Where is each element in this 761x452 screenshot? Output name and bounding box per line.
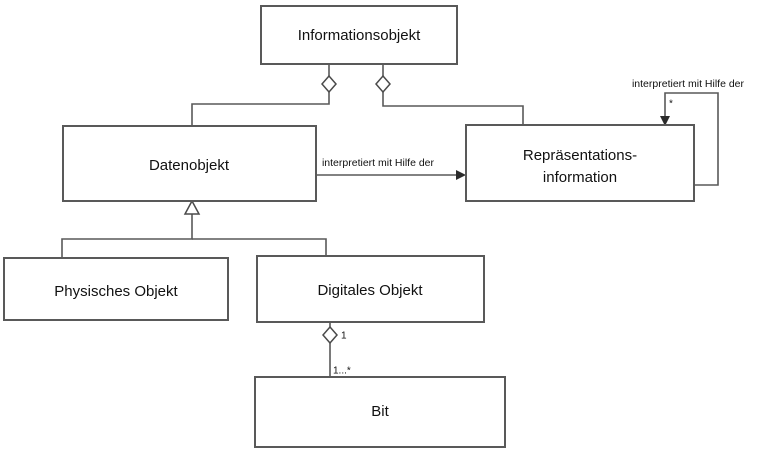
node-bit[interactable]: Bit (254, 376, 506, 448)
multiplicity-label-star: * (669, 99, 673, 110)
edge-datenobjekt-repraesentationsinformation: interpretiert mit Hilfe der (297, 157, 466, 180)
aggregation-diamond-icon (375, 74, 391, 94)
edge-segment (192, 238, 327, 256)
node-informationsobjekt[interactable]: Informationsobjekt (260, 5, 458, 65)
multiplicity-label-one: 1 (341, 331, 347, 342)
node-label-repraesentationsinformation-line2: information (543, 169, 617, 186)
node-label-bit: Bit (371, 403, 389, 420)
node-label-digitales-objekt: Digitales Objekt (317, 282, 423, 299)
edge-datenobjekt-generalization-tree (61, 199, 327, 258)
edge-segment (61, 224, 193, 258)
node-box[interactable] (254, 376, 506, 448)
node-label-physisches-objekt: Physisches Objekt (54, 283, 178, 300)
edge-label-interpretiert-mit-hilfe-der: interpretiert mit Hilfe der (322, 157, 435, 169)
aggregation-diamond-icon (321, 74, 337, 94)
node-digitales-objekt[interactable]: Digitales Objekt (256, 255, 485, 323)
node-box[interactable] (260, 5, 458, 65)
arrowhead-icon (660, 116, 670, 126)
node-box[interactable] (465, 124, 695, 202)
node-physisches-objekt[interactable]: Physisches Objekt (3, 257, 229, 321)
edge-segment (664, 92, 719, 186)
generalization-triangle-icon (183, 199, 201, 215)
node-label-informationsobjekt: Informationsobjekt (298, 27, 421, 44)
node-label-datenobjekt: Datenobjekt (149, 157, 230, 174)
edge-digitales-objekt-bit: 1 1...* (322, 322, 351, 377)
multiplicity-label-one-star: 1...* (333, 366, 351, 377)
edge-informationsobjekt-repraesentationsinformation (375, 64, 524, 125)
edge-segment (191, 92, 330, 126)
node-box[interactable] (62, 125, 317, 202)
edge-segment (382, 92, 524, 125)
edge-informationsobjekt-datenobjekt (191, 64, 337, 126)
edge-label-self-interpretiert-mit-hilfe-der: interpretiert mit Hilfe der (632, 78, 745, 90)
node-box[interactable] (256, 255, 485, 323)
arrowhead-icon (456, 170, 466, 180)
aggregation-diamond-icon (322, 325, 338, 345)
node-repraesentationsinformation[interactable]: Repräsentations- information (465, 124, 695, 202)
node-label-repraesentationsinformation-line1: Repräsentations- (523, 147, 637, 164)
node-datenobjekt[interactable]: Datenobjekt (62, 125, 317, 202)
node-box[interactable] (3, 257, 229, 321)
edge-repraesentationsinformation-self-loop: interpretiert mit Hilfe der * (632, 78, 745, 186)
